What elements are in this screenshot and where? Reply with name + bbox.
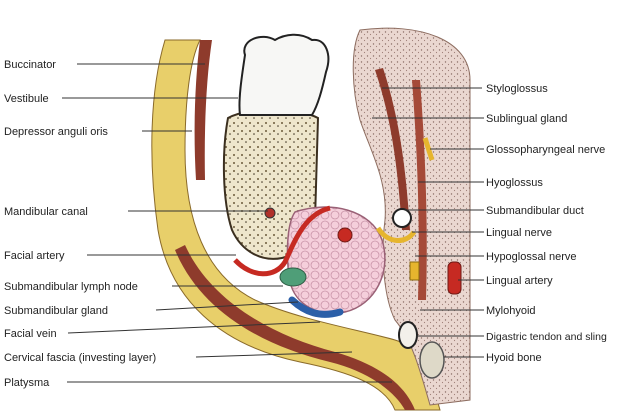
hyoid-bone-shape (420, 342, 444, 378)
tooth-crown (239, 35, 328, 115)
lymph-node-shape (280, 268, 306, 286)
lingual-artery-shape (448, 262, 461, 294)
label-submandibular-lymph-node: Submandibular lymph node (4, 281, 138, 293)
label-hypoglossal-nerve: Hypoglossal nerve (486, 251, 577, 263)
cheek-muscle-strip (195, 40, 212, 180)
label-platysma: Platysma (4, 377, 50, 389)
label-mandibular-canal: Mandibular canal (4, 206, 88, 218)
digastric-tendon-shape (399, 322, 417, 348)
mandibular-canal-dot (265, 208, 275, 218)
label-facial-artery: Facial artery (4, 250, 65, 262)
label-submandibular-duct: Submandibular duct (486, 205, 584, 217)
left-labels: Buccinator Vestibule Depressor anguli or… (4, 59, 156, 389)
label-digastric-tendon-sling: Digastric tendon and sling (486, 331, 607, 343)
label-submandibular-gland: Submandibular gland (4, 305, 108, 317)
submandibular-duct-shape (393, 209, 411, 227)
label-vestibule: Vestibule (4, 93, 49, 105)
submandibular-gland-shape (287, 207, 384, 313)
sublingual-gland-shape (338, 228, 352, 242)
hypoglossal-nerve-shape (410, 262, 419, 280)
label-lingual-nerve: Lingual nerve (486, 227, 552, 239)
illustration (152, 28, 470, 410)
label-hyoglossus: Hyoglossus (486, 177, 543, 189)
label-hyoid-bone: Hyoid bone (486, 352, 542, 364)
label-glossopharyngeal-nerve: Glossopharyngeal nerve (486, 144, 605, 156)
label-mylohyoid: Mylohyoid (486, 305, 536, 317)
label-lingual-artery: Lingual artery (486, 275, 553, 287)
label-facial-vein: Facial vein (4, 328, 57, 340)
label-depressor-anguli-oris: Depressor anguli oris (4, 126, 108, 138)
label-styloglossus: Styloglossus (486, 83, 548, 95)
label-buccinator: Buccinator (4, 59, 56, 71)
label-cervical-fascia: Cervical fascia (investing layer) (4, 352, 156, 364)
right-labels: Styloglossus Sublingual gland Glossophar… (486, 83, 607, 364)
label-sublingual-gland: Sublingual gland (486, 113, 567, 125)
